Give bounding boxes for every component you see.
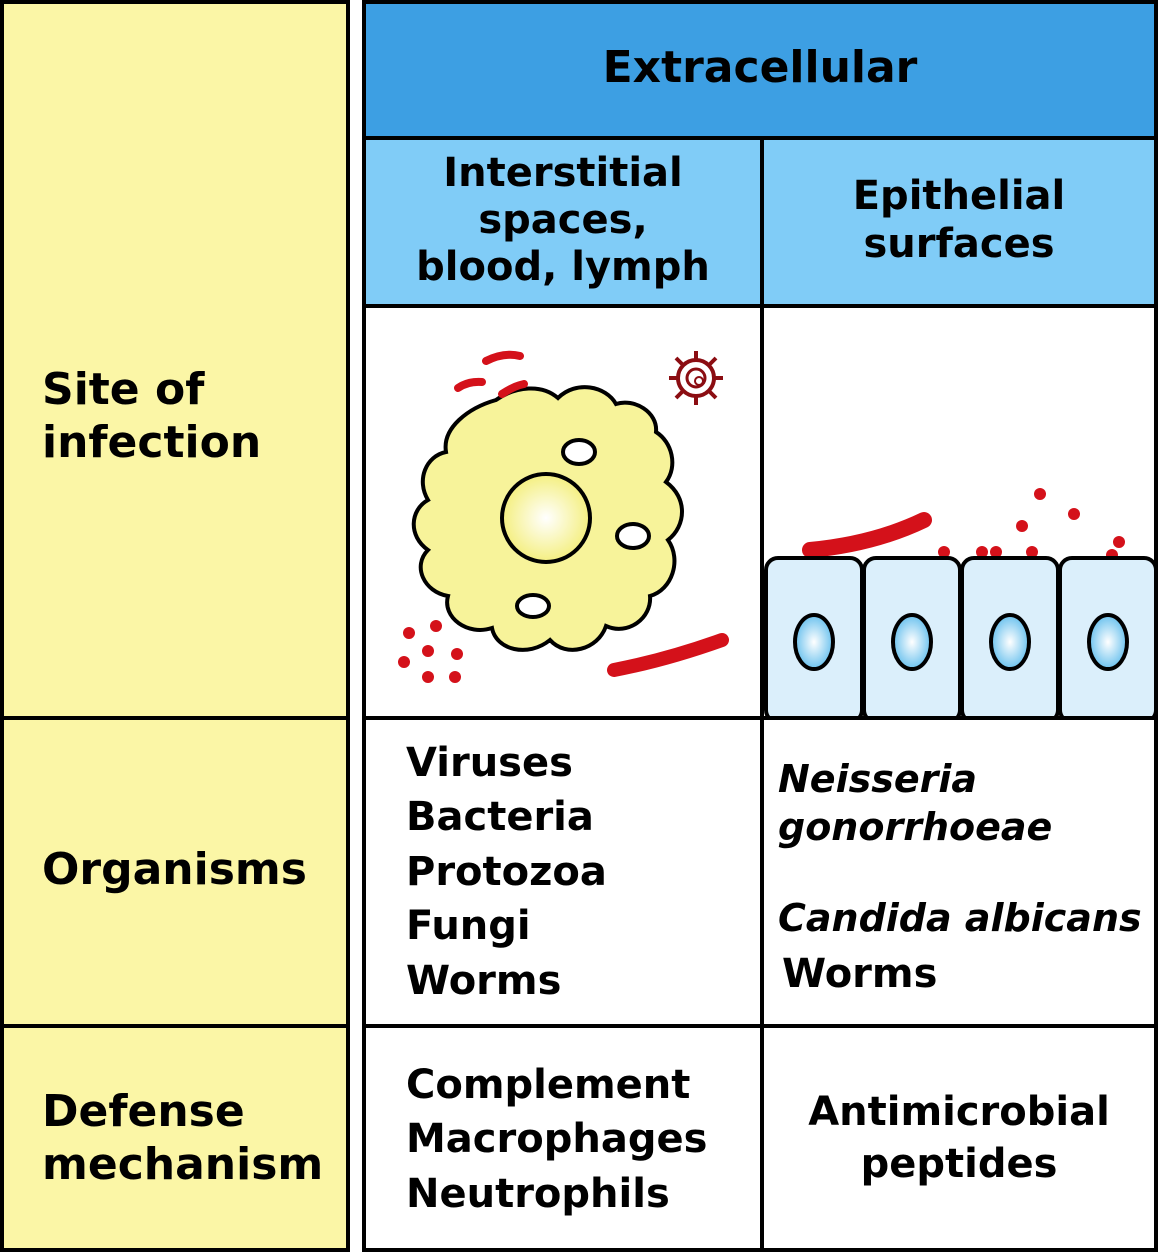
row-label-defense-mechanism: Defense mechanism <box>42 1086 324 1190</box>
defense-interstitial-list: Complement Macrophages Neutrophils <box>406 1062 708 1217</box>
organism-item: Bacteria <box>406 794 594 841</box>
subheader-interstitial-label: Interstitial spaces, blood, lymph <box>416 150 710 291</box>
cocci-cluster-icon <box>398 620 463 683</box>
organism-item: Viruses <box>406 740 573 786</box>
bacterium-icon <box>607 633 729 677</box>
organisms-epithelial-cell: Neisseria gonorrhoeae Candida albicans W… <box>760 716 1158 1028</box>
defense-epithelial-cell: Antimicrobial peptides <box>760 1024 1158 1252</box>
header-title: Extracellular <box>602 42 918 93</box>
row-label-organisms: Organisms <box>42 844 307 895</box>
organism-item: Fungi <box>406 903 531 950</box>
organism-item: Protozoa <box>406 848 607 895</box>
organisms-epithelial-worms: Worms <box>782 951 938 997</box>
organisms-epithelial-italic: Neisseria gonorrhoeae <box>778 757 1053 849</box>
vacuole-icon <box>561 438 597 466</box>
row-site-of-infection: Site of infection <box>0 0 350 720</box>
row-label-site-of-infection: Site of infection <box>42 364 262 468</box>
subheader-interstitial: Interstitial spaces, blood, lymph <box>362 136 764 308</box>
vacuole-icon <box>615 522 651 550</box>
header-extracellular: Extracellular <box>362 0 1158 140</box>
interstitial-illustration <box>398 350 729 683</box>
cell-nucleus-icon <box>989 613 1031 671</box>
row-organisms: Organisms <box>0 716 350 1028</box>
defense-epithelial-label: Antimicrobial peptides <box>808 1089 1110 1187</box>
cell-nucleus-icon <box>1087 613 1129 671</box>
bacterium-icon <box>498 380 528 398</box>
virus-icon <box>669 351 723 405</box>
bacterium-icon <box>454 377 486 392</box>
organism-item: Worms <box>406 957 562 1004</box>
macrophage-nucleus-icon <box>500 472 592 564</box>
vacuole-icon <box>515 593 551 619</box>
epithelial-illustration <box>764 488 1154 716</box>
bacterium-icon <box>482 350 524 365</box>
subheader-epithelial: Epithelial surfaces <box>760 136 1158 308</box>
epithelial-cells <box>764 556 1154 716</box>
cell-nucleus-icon <box>793 613 835 671</box>
cell-nucleus-icon <box>891 613 933 671</box>
organisms-epithelial-candida: Candida albicans <box>778 896 1142 940</box>
row-defense-mechanism: Defense mechanism <box>0 1024 350 1252</box>
illustration-interstitial-cell <box>362 304 764 720</box>
organisms-interstitial-cell: Viruses Bacteria Protozoa Fungi Worms <box>362 716 764 1028</box>
illustration-epithelial-cell <box>760 304 1158 720</box>
subheader-epithelial-label: Epithelial surfaces <box>852 173 1066 267</box>
cocci-icon <box>938 488 1125 561</box>
organisms-interstitial-list: Viruses Bacteria Protozoa Fungi Worms <box>406 736 607 1008</box>
bacterium-icon <box>802 512 932 558</box>
defense-interstitial-cell: Complement Macrophages Neutrophils <box>362 1024 764 1252</box>
